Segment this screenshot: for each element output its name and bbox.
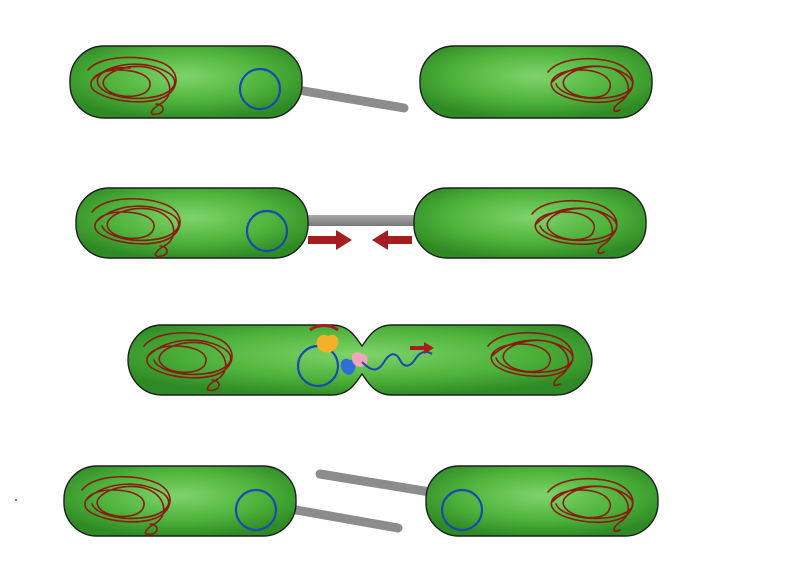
chromosome-icon [81, 475, 171, 536]
single-strand-dna-icon [361, 350, 433, 371]
red-arrow-icon-left [372, 230, 412, 250]
chromosome-icon [547, 477, 634, 533]
plasmid-icon [234, 488, 278, 532]
cell-membrane [75, 187, 309, 259]
pilus [293, 85, 409, 113]
pilus [291, 505, 403, 533]
stage-1-pilus-extension [69, 45, 653, 119]
donor-cell [75, 187, 309, 259]
cell-membrane [425, 465, 659, 537]
pilus [315, 469, 435, 497]
stage-2-pilus-retraction [75, 187, 647, 259]
plasmid-icon [440, 488, 484, 532]
chromosome-icon [87, 56, 177, 116]
transfer-protein-icon [340, 358, 356, 375]
stage-4-two-plasmid-carriers [63, 465, 659, 537]
recipient-cell [413, 187, 647, 259]
red-arrow-icon-right [410, 342, 434, 354]
plasmid-icon [245, 209, 289, 253]
relaxase-icon [316, 334, 339, 353]
stage-3-dna-transfer [127, 324, 593, 396]
donor-cell [63, 465, 297, 537]
plasmid-icon [238, 67, 282, 111]
chromosome-icon [531, 199, 618, 255]
rotation-arrow-icon [309, 324, 339, 332]
mating-pair [127, 324, 593, 396]
chromosome-icon [487, 331, 574, 387]
donor-cell [69, 45, 303, 119]
stray-dot [15, 499, 17, 501]
cell-membrane [63, 465, 297, 537]
recipient-cell [425, 465, 659, 537]
recipient-cell [419, 45, 653, 119]
red-arrow-icon-right [308, 230, 352, 250]
cell-membrane [419, 45, 653, 119]
chromosome-icon [547, 57, 634, 113]
chromosome-icon [143, 331, 233, 392]
chromosome-icon [91, 197, 181, 258]
pilus [300, 215, 420, 226]
